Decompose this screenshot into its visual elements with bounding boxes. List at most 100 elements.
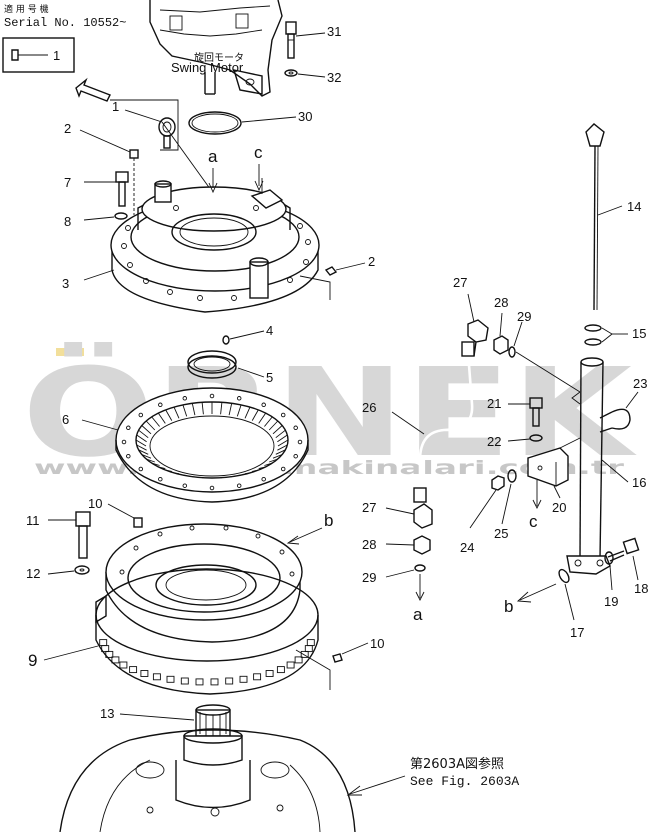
gear-tooth bbox=[237, 474, 242, 477]
gear-tooth bbox=[272, 454, 283, 459]
hose-26: 26 bbox=[362, 341, 475, 503]
gear-bolt-hole bbox=[293, 425, 298, 431]
gear-tooth bbox=[220, 402, 223, 415]
gear-tooth bbox=[191, 403, 196, 416]
housing-bolt-head bbox=[119, 661, 128, 669]
u-bolt-23: 23 bbox=[599, 376, 647, 433]
callout-8: 8 bbox=[64, 214, 71, 229]
callout-23: 23 bbox=[633, 376, 647, 391]
gear-tooth bbox=[251, 409, 259, 421]
gear-bolt-hole bbox=[261, 476, 266, 482]
bolt-21: 21 bbox=[487, 396, 543, 427]
housing-bolt-head bbox=[152, 673, 161, 681]
plug-10-right: 10 bbox=[295, 636, 384, 690]
callout-25: 25 bbox=[494, 526, 508, 541]
gear-tooth bbox=[138, 429, 149, 439]
gear-tooth bbox=[277, 439, 289, 447]
swing-motor: 旋回モータ Swing Motor bbox=[149, 0, 283, 97]
gear-tooth bbox=[136, 444, 147, 451]
housing-bolt-head bbox=[105, 650, 114, 658]
callout-2b: 2 bbox=[368, 254, 375, 269]
serial-header: 適 用 号 機 Serial No. 10552~ bbox=[4, 3, 126, 30]
callout-26: 26 bbox=[362, 400, 376, 415]
nut-24: 24 bbox=[460, 475, 505, 555]
connector-a-top-label: a bbox=[208, 147, 218, 166]
gear-bolt-hole bbox=[138, 466, 144, 472]
gear-tooth bbox=[136, 434, 147, 443]
gear-tooth bbox=[141, 425, 152, 435]
gear-tooth bbox=[268, 420, 279, 431]
serial-label-jp: 適 用 号 機 bbox=[4, 3, 49, 15]
gear-tooth bbox=[264, 416, 273, 427]
gear-bolt-hole bbox=[280, 412, 286, 418]
gear-bolt-hole bbox=[297, 439, 303, 445]
seal-5: 5 bbox=[187, 350, 273, 385]
gear-tooth bbox=[165, 469, 172, 472]
gear-tooth bbox=[182, 404, 188, 417]
o-ring-29-top: 29 bbox=[508, 309, 581, 393]
housing-bolt-head bbox=[300, 650, 309, 658]
gear-tooth bbox=[138, 449, 149, 455]
washer-8: 8 bbox=[64, 212, 128, 229]
callout-10b: 10 bbox=[370, 636, 384, 651]
callout-4: 4 bbox=[266, 323, 273, 338]
gear-tooth bbox=[228, 403, 233, 416]
gear-tooth bbox=[151, 416, 160, 427]
callout-31: 31 bbox=[327, 24, 341, 39]
gear-tooth bbox=[272, 425, 283, 435]
gear-tooth bbox=[141, 454, 152, 459]
callout-18: 18 bbox=[634, 581, 648, 596]
callout-7: 7 bbox=[64, 175, 71, 190]
housing-bolt-head bbox=[210, 678, 219, 686]
pinion-shaft-13: 13 bbox=[100, 704, 243, 766]
o-ring-30: 30 bbox=[188, 109, 312, 135]
callout-2a: 2 bbox=[64, 121, 71, 136]
housing-bolt-head bbox=[129, 666, 138, 674]
housing-bolt-head bbox=[239, 675, 248, 683]
housing-9: 9 bbox=[28, 568, 319, 695]
gear-tooth bbox=[173, 406, 180, 419]
callout-30: 30 bbox=[298, 109, 312, 124]
gear-bolt-hole bbox=[293, 453, 298, 459]
gear-bolt-hole bbox=[158, 476, 163, 482]
housing-bolt-head bbox=[286, 661, 295, 669]
housing-bolt-head bbox=[166, 675, 175, 683]
callout-1-inset: 1 bbox=[53, 48, 60, 63]
gear-tooth bbox=[244, 472, 251, 475]
gear-tooth bbox=[146, 458, 155, 463]
gear-tooth bbox=[145, 420, 156, 431]
connector-b-right-label: b bbox=[324, 511, 333, 530]
housing-3: 3 bbox=[62, 178, 320, 313]
callout-27a: 27 bbox=[453, 275, 467, 290]
housing-bolt-head bbox=[294, 656, 303, 664]
gear-bolt-hole bbox=[158, 402, 163, 408]
callout-3: 3 bbox=[62, 276, 69, 291]
gear-tooth bbox=[182, 474, 187, 477]
callout-1: 1 bbox=[112, 99, 119, 114]
plug-10-top: 10 bbox=[88, 496, 143, 528]
housing-bolt-head bbox=[180, 677, 189, 685]
gear-tooth bbox=[158, 466, 166, 470]
plug-28-top: 28 bbox=[493, 295, 509, 355]
reference-label-en: See Fig. 2603A bbox=[410, 774, 519, 789]
callout-15: 15 bbox=[632, 326, 646, 341]
gear-tooth bbox=[275, 449, 286, 455]
callout-32: 32 bbox=[327, 70, 341, 85]
connector-b-right: b bbox=[286, 511, 333, 545]
callout-28a: 28 bbox=[494, 295, 508, 310]
gear-bolt-hole bbox=[209, 485, 215, 491]
gear-bolt-hole bbox=[126, 453, 131, 459]
callout-28b: 28 bbox=[362, 537, 376, 552]
gear-tooth bbox=[173, 472, 180, 475]
elbow-27-top: 27 bbox=[453, 275, 489, 357]
elbow-27-bottom: 27 bbox=[362, 500, 433, 529]
housing-bolt-head bbox=[99, 639, 108, 647]
gear-bolt-hole bbox=[138, 412, 144, 418]
housing-bolt-head bbox=[265, 670, 274, 677]
gear-tooth bbox=[135, 439, 147, 447]
callout-11: 11 bbox=[26, 513, 40, 528]
bolt-18: 18 bbox=[607, 537, 648, 596]
callout-5: 5 bbox=[266, 370, 273, 385]
gear-bolt-hole bbox=[182, 483, 188, 488]
